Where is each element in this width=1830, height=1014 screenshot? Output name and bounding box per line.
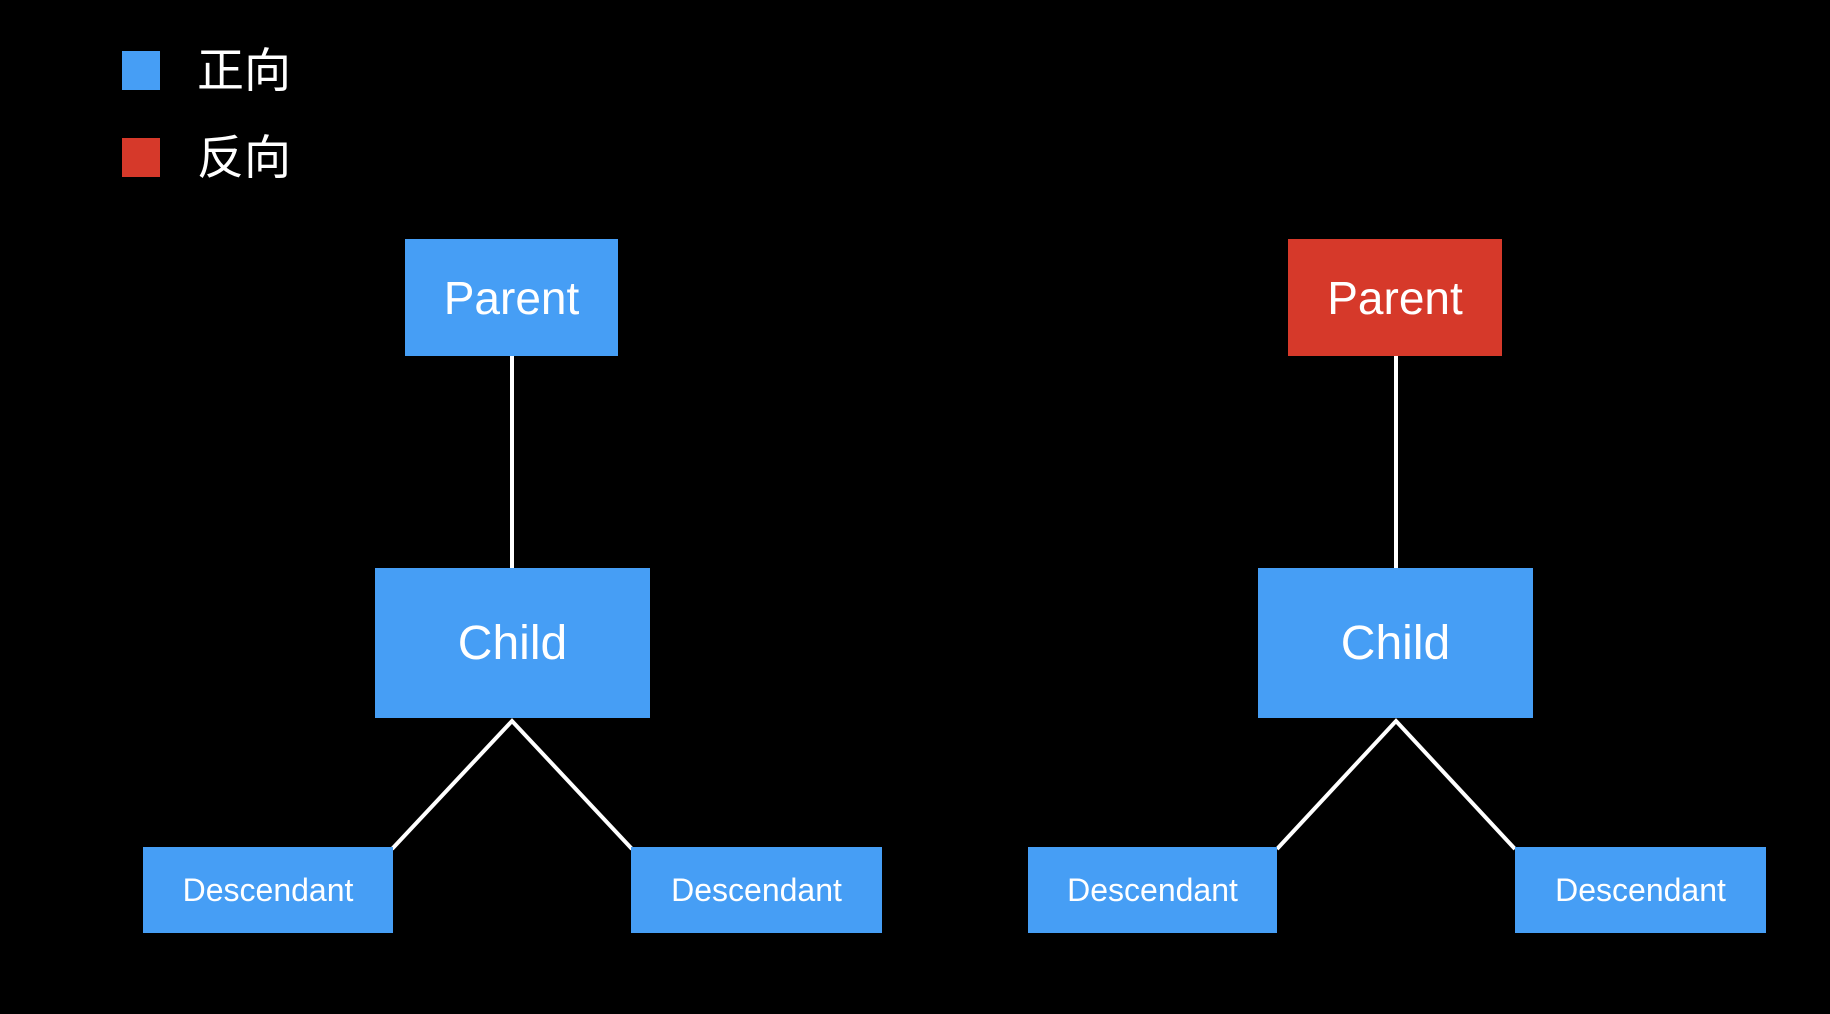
legend-label-forward: 正向	[197, 43, 291, 97]
edge-forward-child-descendants	[390, 718, 634, 851]
forward-child-node: Child	[375, 568, 650, 718]
forward-color-swatch	[122, 50, 160, 90]
edge-reverse-child-descendants	[1275, 718, 1517, 851]
legend-label-reverse: 反向	[197, 130, 291, 184]
forward-descendant-right-label: Descendant	[671, 871, 842, 908]
reverse-child-node: Child	[1258, 568, 1533, 718]
forward-descendant-left-label: Descendant	[182, 871, 354, 908]
legend: 正向 反向	[122, 47, 291, 221]
reverse-descendant-right-label: Descendant	[1555, 871, 1726, 908]
forward-descendant-right-node: Descendant	[631, 847, 882, 933]
reverse-color-swatch	[122, 137, 160, 177]
reverse-parent-label: Parent	[1327, 271, 1463, 324]
reverse-child-label: Child	[1340, 616, 1451, 670]
reverse-descendant-left-node: Descendant	[1028, 847, 1277, 933]
reverse-descendant-right-node: Descendant	[1515, 847, 1766, 933]
reverse-parent-node: Parent	[1288, 239, 1502, 356]
forward-parent-label: Parent	[443, 271, 580, 324]
reverse-descendant-left-label: Descendant	[1067, 871, 1238, 908]
forward-child-label: Child	[457, 616, 568, 670]
legend-item-reverse: 反向	[122, 130, 291, 184]
forward-descendant-left-node: Descendant	[143, 847, 393, 933]
legend-item-forward: 正向	[122, 43, 291, 97]
forward-parent-node: Parent	[405, 239, 618, 356]
